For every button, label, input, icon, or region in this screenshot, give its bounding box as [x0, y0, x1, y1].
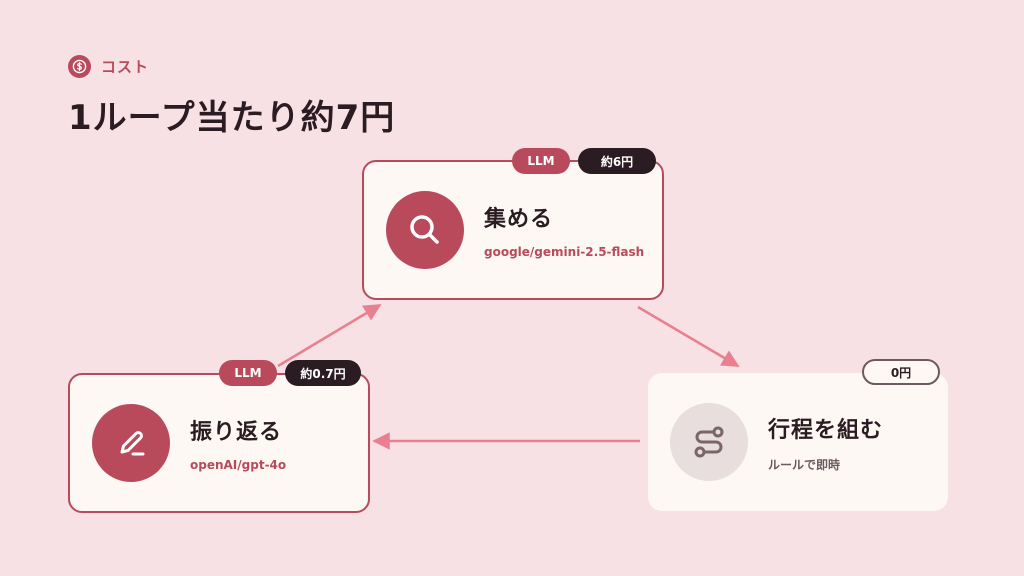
pencil-icon	[92, 404, 170, 482]
node-reflect-model: openAI/gpt-4o	[190, 458, 287, 472]
search-icon	[386, 191, 464, 269]
node-reflect-llm-badge: LLM	[219, 360, 277, 386]
node-plan-title: 行程を組む	[768, 417, 884, 443]
node-reflect-title: 振り返る	[190, 420, 283, 445]
node-collect-title: 集める	[484, 207, 554, 232]
arrow-reflect-to-collect	[277, 303, 382, 368]
node-plan-cost-badge: 0円	[862, 359, 940, 385]
route-icon	[670, 403, 748, 481]
node-plan-method: ルールで即時	[768, 457, 841, 472]
node-plan[interactable]: 行程を組む ルールで即時	[648, 373, 948, 511]
node-reflect[interactable]: 振り返る openAI/gpt-4o	[68, 373, 370, 513]
node-reflect-cost-badge: 約0.7円	[285, 360, 361, 386]
node-collect-model: google/gemini-2.5-flash	[484, 245, 645, 259]
coin-icon	[68, 55, 91, 78]
node-collect[interactable]: 集める google/gemini-2.5-flash	[362, 160, 664, 300]
node-collect-cost-badge: 約6円	[578, 148, 656, 174]
section-eyebrow: コスト	[68, 55, 149, 78]
eyebrow-label: コスト	[101, 58, 150, 76]
node-collect-llm-badge: LLM	[512, 148, 570, 174]
page-title: 1ループ当たり約7円	[68, 98, 396, 138]
arrow-collect-to-plan	[637, 305, 740, 368]
